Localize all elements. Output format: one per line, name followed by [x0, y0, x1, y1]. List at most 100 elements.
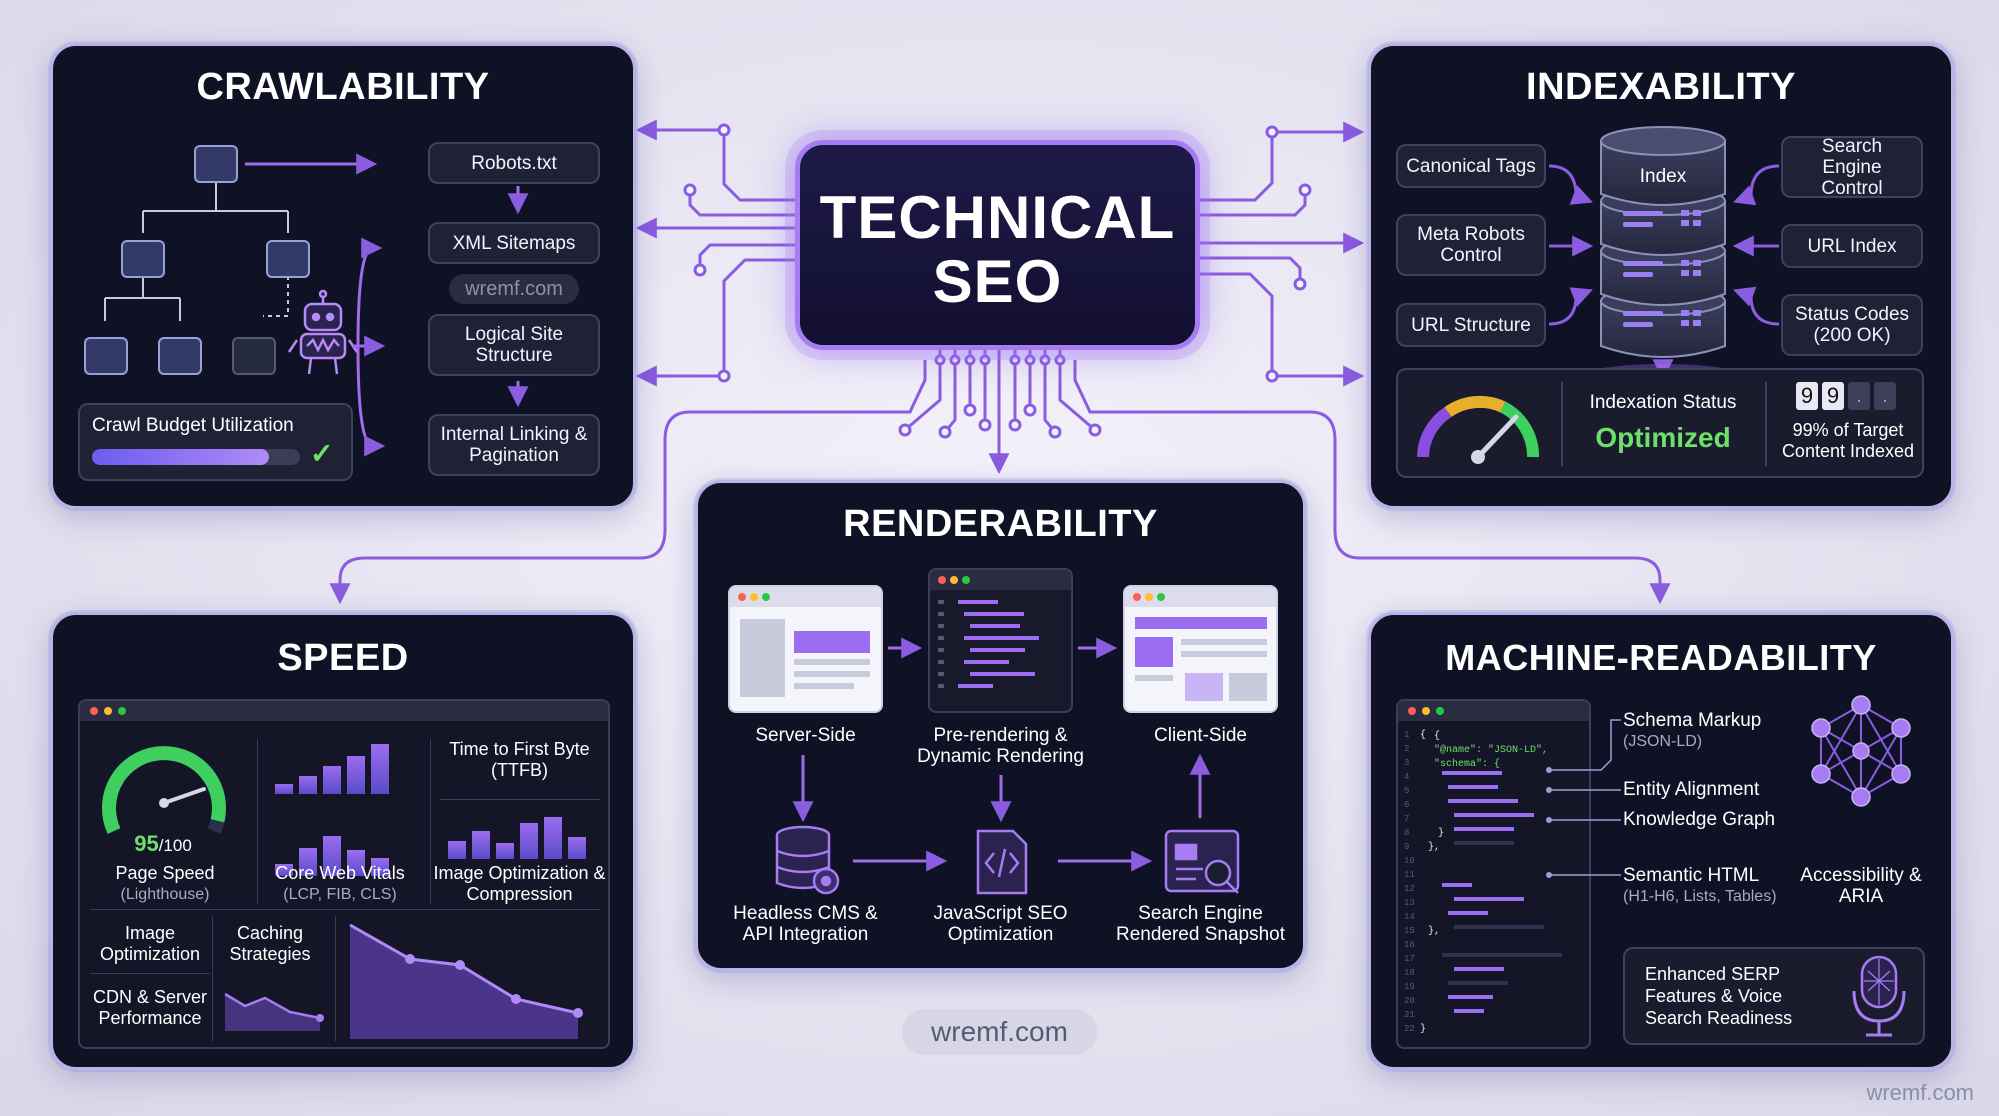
cwv-bars	[275, 744, 389, 876]
cwv-label: Core Web Vitals(LCP, FIB, CLS)	[275, 863, 405, 903]
speed-gauge	[102, 746, 226, 834]
gauge-divider-right	[1765, 382, 1767, 466]
speed-divider-h2	[90, 973, 210, 974]
crawl-budget-card: Crawl Budget Utilization ✓	[78, 403, 353, 481]
center-title-line1: TECHNICAL	[819, 184, 1176, 251]
microphone-icon	[1852, 955, 1906, 1037]
index-gauge-icon	[1417, 395, 1540, 464]
svg-text:18: 18	[1404, 968, 1415, 978]
svg-text:12: 12	[1404, 884, 1415, 894]
speed-divider-h	[90, 909, 600, 910]
counter-digit: .	[1848, 382, 1870, 410]
headless-cms-label: Headless CMS & API Integration	[733, 903, 878, 945]
image-compression-bars	[448, 817, 586, 859]
svg-text:}: }	[1438, 827, 1444, 839]
feature-connector-lines	[1546, 695, 1911, 878]
accessibility-label: Accessibility & ARIA	[1800, 865, 1922, 907]
svg-text:14: 14	[1404, 912, 1415, 922]
svg-text:7: 7	[1404, 814, 1409, 824]
code-line-open: {	[1434, 731, 1441, 742]
site-tree-diagram	[84, 145, 529, 457]
check-icon: ✓	[310, 438, 334, 469]
logical-structure-item: Logical Site Structure	[428, 314, 600, 376]
speed-panel: SPEED 95/100 Page Speed(Lighthouse) Core…	[50, 612, 636, 1070]
page-speed-label: Page Speed(Lighthouse)	[115, 863, 215, 903]
counter-digit: .	[1874, 382, 1896, 410]
machine-readability-title: MACHINE-READABILITY	[1445, 637, 1877, 678]
crawl-budget-fill	[92, 449, 269, 465]
svg-text:13: 13	[1404, 898, 1415, 908]
performance-area-chart	[349, 923, 583, 1039]
cdn-label: CDN & Server Performance	[92, 987, 208, 1028]
indexation-status-label: Indexation Status	[1589, 392, 1737, 413]
center-watermark: wremf.com	[902, 1009, 1097, 1055]
crawlability-title: CRAWLABILITY	[196, 66, 490, 108]
robots-txt-item: Robots.txt	[428, 142, 600, 184]
svg-text:19: 19	[1404, 982, 1415, 992]
index-counter: 9 9 . .	[1796, 382, 1896, 410]
svg-text:},: },	[1428, 841, 1440, 853]
internal-linking-item: Internal Linking & Pagination	[428, 414, 600, 476]
status-codes-item: Status Codes (200 OK)	[1781, 294, 1923, 356]
svg-text:1: 1	[1404, 730, 1409, 740]
index-db-label: Index	[1639, 166, 1687, 187]
snapshot-label: Search Engine Rendered Snapshot	[1115, 903, 1285, 945]
svg-text:20: 20	[1404, 996, 1415, 1006]
speed-dashboard-window: 95/100 Page Speed(Lighthouse) Core Web V…	[78, 699, 610, 1049]
headless-cms-icon	[775, 825, 840, 895]
caching-sparkline	[224, 992, 324, 1031]
svg-text:{: {	[1420, 729, 1426, 741]
gauge-divider-left	[1561, 382, 1563, 466]
serp-label: Enhanced SERP Features & Voice Search Re…	[1645, 964, 1793, 1028]
client-side-window	[1123, 585, 1278, 713]
speed-score: 95/100	[108, 831, 218, 857]
svg-text:22: 22	[1404, 1024, 1415, 1034]
image-compression-label: Image Optimization & Compression	[433, 863, 606, 904]
caching-label: Caching Strategies	[229, 923, 311, 964]
speed-divider-v1	[257, 739, 258, 904]
schema-markup-label: Schema Markup(JSON-LD)	[1623, 710, 1762, 750]
xml-sitemaps-item: XML Sitemaps	[428, 222, 600, 264]
svg-text:15: 15	[1404, 926, 1415, 936]
speed-score-max: /100	[158, 836, 192, 855]
svg-text:11: 11	[1404, 870, 1415, 880]
server-side-label: Server-Side	[755, 725, 856, 746]
renderability-title: RENDERABILITY	[843, 503, 1158, 545]
indexability-panel: INDEXABILITY Canonical Tags Meta Robots …	[1368, 43, 1954, 509]
svg-text:16: 16	[1404, 940, 1415, 950]
ttfb-label: Time to First Byte (TTFB)	[449, 739, 590, 780]
center-title-box: TECHNICAL SEO	[795, 140, 1200, 350]
rendered-snapshot-icon	[1164, 829, 1240, 894]
svg-text:21: 21	[1404, 1010, 1415, 1020]
js-seo-label: JavaScript SEO Optimization	[933, 903, 1068, 945]
code-line-schema: "schema": {	[1434, 759, 1501, 770]
counter-digit: 9	[1822, 382, 1844, 410]
search-engine-control-item: Search Engine Control	[1781, 136, 1923, 199]
counter-digit: 9	[1796, 382, 1818, 410]
meta-robots-item: Meta Robots Control	[1396, 214, 1546, 276]
url-index-item: URL Index	[1781, 224, 1923, 268]
knowledge-graph-label: Knowledge Graph	[1623, 809, 1776, 830]
corner-watermark: wremf.com	[1866, 1080, 1974, 1105]
speed-title: SPEED	[277, 637, 409, 679]
robot-icon	[287, 289, 359, 375]
indexability-title: INDEXABILITY	[1526, 66, 1796, 108]
render-flow-arrows	[775, 637, 1240, 895]
svg-text:10: 10	[1404, 856, 1415, 866]
speed-divider-v3	[212, 916, 213, 1041]
svg-text:17: 17	[1404, 954, 1415, 964]
svg-text:}: }	[1420, 1023, 1426, 1035]
speed-score-value: 95	[134, 831, 159, 856]
crawl-budget-track	[92, 449, 300, 465]
speed-divider-v2	[430, 739, 431, 904]
indexation-status-card: Indexation Status Optimized 9 9 . . 99% …	[1396, 368, 1924, 478]
code-line-name: "@name": "JSON-LD",	[1434, 745, 1549, 756]
svg-text:6: 6	[1404, 800, 1409, 810]
crawl-watermark: wremf.com	[449, 274, 579, 304]
client-side-label: Client-Side	[1154, 725, 1247, 746]
image-optimization-label: Image Optimization	[99, 923, 201, 964]
ttfb-divider-h	[440, 799, 600, 800]
renderability-panel: RENDERABILITY Server-Side Pre-rend	[695, 480, 1306, 971]
